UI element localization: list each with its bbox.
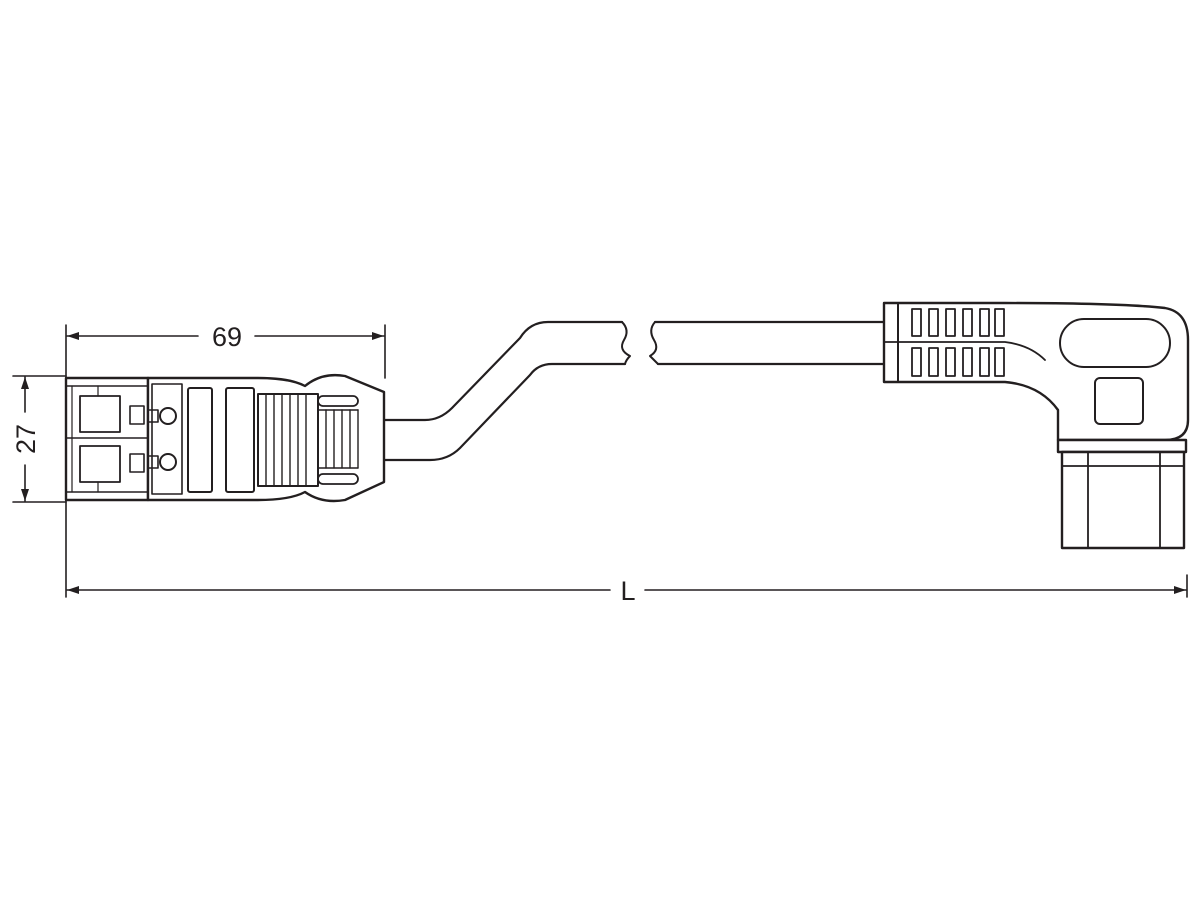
dimension-label-69: 69 [212,322,242,352]
dimension-length-69: 69 [65,322,386,598]
dimension-height-27: 27 [11,375,67,503]
cable-right-section [649,320,887,366]
dimension-label-l: L [620,576,635,606]
right-connector [882,301,1190,550]
dimension-label-27: 27 [11,424,41,454]
cable-left-section [382,320,631,462]
dimension-total-length: L [66,574,1188,606]
left-connector [64,373,386,503]
